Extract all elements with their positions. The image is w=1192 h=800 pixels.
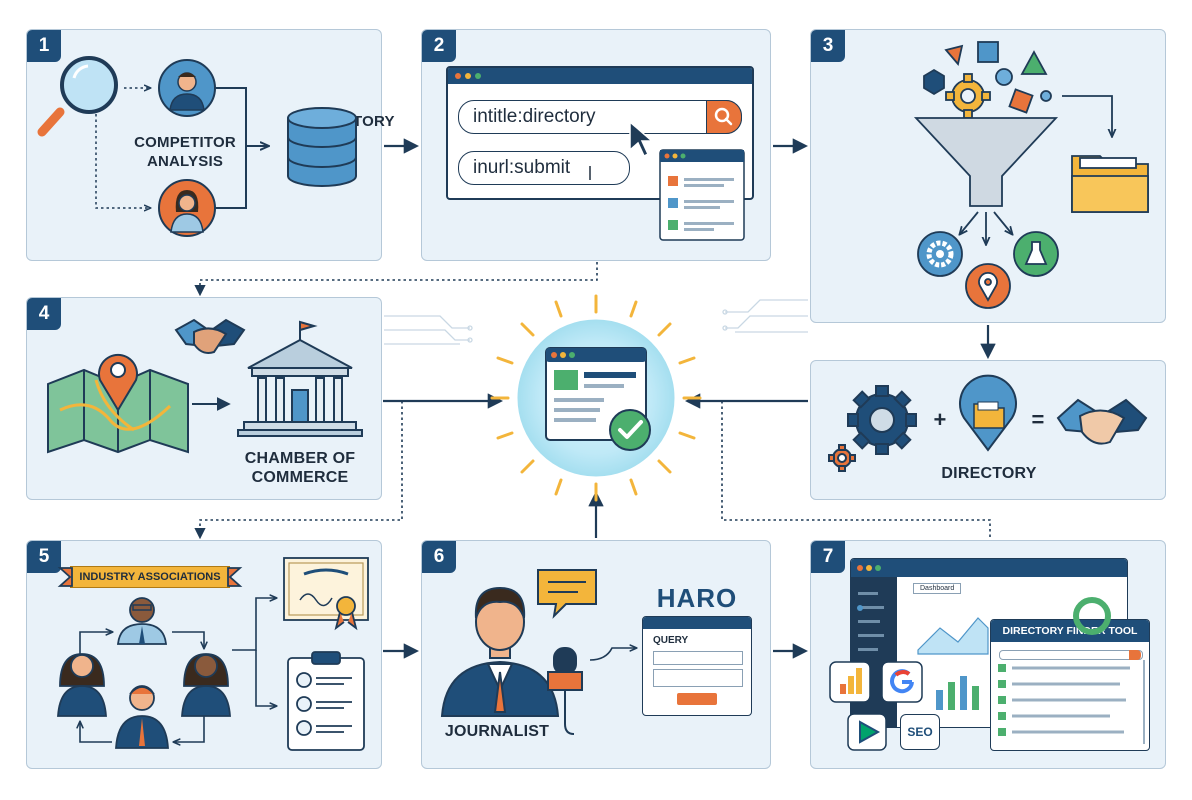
check-badge-icon: [609, 409, 651, 451]
search-icon: [714, 107, 733, 126]
step-7-badge: 7: [811, 541, 845, 573]
step-3-badge: 3: [811, 30, 845, 62]
query-input-2[interactable]: [653, 669, 743, 687]
query-submit-button[interactable]: [677, 693, 717, 705]
haro-logo: HARO: [656, 583, 738, 613]
haro-query-form: QUERY: [642, 616, 752, 716]
query-label: QUERY: [653, 635, 689, 646]
directory-label: DIRECTORY: [305, 113, 395, 130]
dashboard-sidebar: [851, 577, 897, 727]
search-input-inurl[interactable]: inurl:submit: [458, 151, 630, 185]
step-5-badge: 5: [27, 541, 61, 573]
search-button[interactable]: [706, 100, 742, 134]
step-2-badge: 2: [422, 30, 456, 62]
sun-rays: [490, 294, 702, 502]
step-1-panel: 1 COMPETITOR ANALYSIS DIRECTORY: [26, 29, 394, 261]
step-4-badge: 4: [27, 298, 61, 330]
industry-associations-label: INDUSTRY ASSOCIATIONS: [79, 571, 221, 583]
directory-finder-tool-title: DIRECTORY FINDER TOOL: [991, 620, 1149, 642]
query-input-1[interactable]: [653, 651, 743, 665]
industry-associations-banner: INDUSTRY ASSOCIATIONS: [70, 566, 230, 588]
partnership-panel: DIRECTORY + =: [810, 360, 1166, 500]
plus-sign: +: [933, 407, 947, 432]
step-4-panel: 4 CHAMBER OF COMMERCE: [26, 297, 382, 500]
step-1-badge: 1: [27, 30, 61, 62]
search-input-intitle[interactable]: intitle:directory: [458, 100, 742, 134]
step-6-badge: 6: [422, 541, 456, 573]
step-3-panel: 3: [810, 29, 1166, 323]
directory-finder-tool-window: DIRECTORY FINDER TOOL: [990, 619, 1150, 751]
equals-sign: =: [1031, 407, 1045, 432]
seo-label: SEO: [907, 725, 933, 739]
competitor-analysis-label: COMPETITOR ANALYSIS: [134, 134, 236, 170]
dashboard-tab[interactable]: Dashboard: [913, 583, 962, 594]
journalist-label: JOURNALIST: [444, 723, 550, 740]
seo-tile: SEO: [900, 714, 940, 750]
chamber-of-commerce-label: CHAMBER OF COMMERCE: [244, 450, 356, 486]
tool-search-input[interactable]: [999, 650, 1143, 660]
dotted-2-to-4: [194, 262, 598, 297]
circuit-lines: [384, 299, 808, 345]
tool-search-button[interactable]: [1129, 650, 1141, 660]
partnership-directory-label: DIRECTORY: [941, 465, 1037, 482]
center-hub: [490, 294, 702, 502]
